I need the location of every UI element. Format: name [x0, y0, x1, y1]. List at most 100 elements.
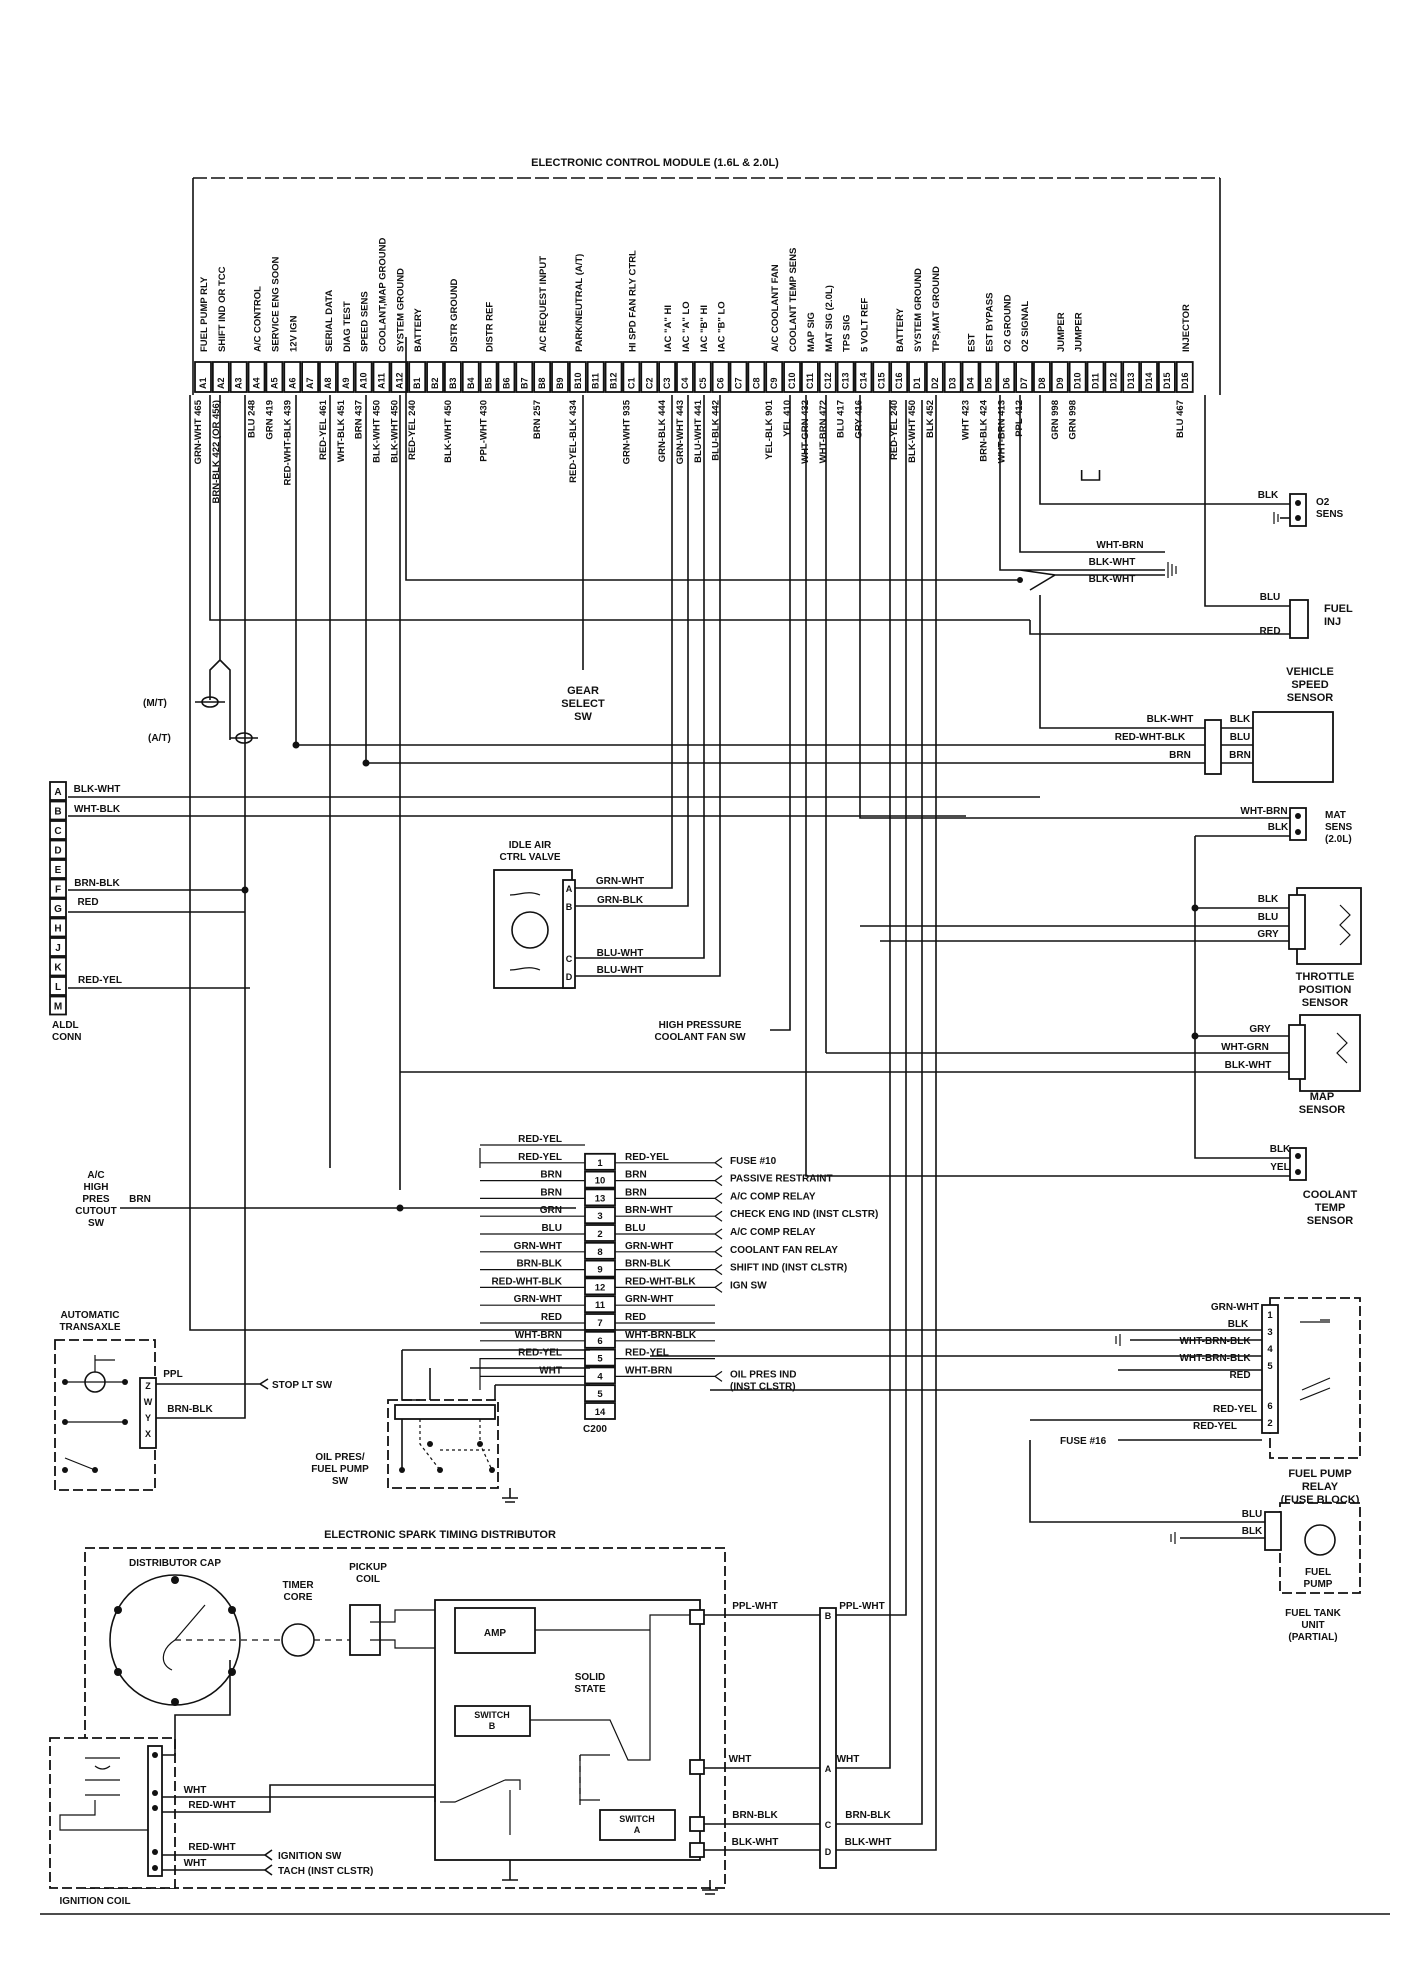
ecm-pin-wire: GRN-WHT 465 — [193, 399, 204, 464]
c200-arrow — [714, 1157, 723, 1169]
ecm-pin-function: A/C REQUEST INPUT — [538, 256, 549, 352]
ecm-pin-wire: BRN-BLK 422 (OR 456) — [211, 400, 222, 503]
c200-right-wire: BRN-BLK — [625, 1259, 671, 1270]
c200-pin-id: 13 — [595, 1193, 606, 1204]
aldl-pin-id: G — [54, 904, 62, 915]
c200-arrow — [714, 1370, 723, 1382]
fpr-wire-3: WHT-BRN-BLK — [1179, 1336, 1251, 1347]
ecm-pin-function: A/C CONTROL — [253, 286, 264, 352]
ecm-pin-function: DISTR REF — [485, 302, 496, 352]
c200-left-wire: BLU — [541, 1223, 562, 1234]
c200-pin-id: 3 — [597, 1211, 602, 1222]
dist-wire-whtl: WHT — [729, 1754, 752, 1765]
tps-wire-3: GRY — [1257, 929, 1279, 940]
vss-in-3: BRN — [1169, 750, 1191, 761]
ecm-pin-id: D10 — [1073, 372, 1083, 389]
aldl-pin — [49, 917, 67, 938]
c200-destination: COOLANT FAN RELAY — [730, 1245, 838, 1256]
aldl-wire-m: RED-YEL — [78, 975, 122, 986]
ecm-pin-id: C7 — [734, 377, 744, 389]
c200-right-wire: BRN — [625, 1187, 647, 1198]
c200-name: C200 — [583, 1424, 607, 1435]
ecm-pin-id: C14 — [858, 372, 868, 389]
ecm-pin-id: C16 — [894, 372, 904, 389]
ecm-pin-box — [497, 361, 516, 393]
c200-left-wire: RED — [541, 1312, 562, 1323]
at-pin-y: Y — [145, 1413, 151, 1423]
ecm-pin-id: B10 — [573, 372, 583, 389]
ecm-pin-box — [461, 361, 480, 393]
ecm-pin-box — [908, 361, 926, 393]
c200-pin — [584, 1206, 616, 1225]
ecm-pin-id: B1 — [412, 377, 422, 389]
ecm-pin-id: D7 — [1019, 377, 1029, 389]
c200-right-wire: BRN-WHT — [625, 1205, 673, 1216]
vss-out-3: BRN — [1229, 750, 1251, 761]
ecm-pin-function: IAC "B" HI — [699, 305, 710, 352]
ecm-pin-id: A3 — [234, 377, 244, 389]
at-wire-ppl: PPL — [163, 1369, 182, 1380]
ecm-pin-function: SHIFT IND OR TCC — [217, 266, 228, 352]
at-pin-x: X — [145, 1429, 151, 1439]
ecm-pin-box — [372, 361, 391, 393]
ecm-pin-wire: BLK-WHT 450 — [372, 400, 383, 463]
ecm-pin-box — [1068, 361, 1087, 393]
gnd-wire-3: BLK-WHT — [1089, 574, 1136, 585]
ecm-pin-id: A8 — [323, 377, 333, 389]
aldl-pin — [49, 820, 67, 840]
aldl-pin — [49, 995, 67, 1016]
dist-wire-brnblkr: BRN-BLK — [845, 1810, 891, 1821]
aldl-pin-id: D — [54, 846, 61, 857]
dist-title: ELECTRONIC SPARK TIMING DISTRIBUTOR — [324, 1529, 556, 1541]
c200-destination: PASSIVE RESTRAINT — [730, 1174, 833, 1185]
c200-left-wire: BRN — [540, 1170, 562, 1181]
ecm-pin-id: C1 — [626, 377, 636, 389]
ecm-pin-id: B12 — [609, 372, 619, 389]
aldl-pin — [49, 800, 67, 821]
ecm-pin-function: COOLANT TEMP SENS — [788, 248, 799, 352]
dist-wire-brnblkl: BRN-BLK — [732, 1810, 778, 1821]
c200-pin-id: 4 — [597, 1371, 603, 1382]
ecm-pin-function: JUMPER — [1074, 312, 1085, 352]
c200-right-wire: WHT-BRN-BLK — [625, 1330, 697, 1341]
fp-wire-1: BLU — [1242, 1509, 1263, 1520]
ecm-pin-id: A2 — [216, 377, 226, 389]
ac-hp-wire: BRN — [129, 1194, 151, 1205]
c200-right-wire: RED-WHT-BLK — [625, 1276, 696, 1287]
dist-wire-blkwhtr: BLK-WHT — [845, 1837, 892, 1848]
c200-left-wire: GRN — [540, 1205, 562, 1216]
coil-wire-3: RED-WHT — [188, 1842, 235, 1853]
ecm-pin-wire: GRN-WHT 443 — [675, 400, 686, 464]
ecm-pin-id: A5 — [269, 377, 279, 389]
ecm-pin-id: B11 — [591, 373, 601, 389]
dist-wire-ppl-whtr: PPL-WHT — [839, 1601, 885, 1612]
inj-wire-1: BLU — [1260, 592, 1281, 603]
inj-wire-2: RED — [1259, 626, 1280, 637]
ecm-pin-function: PARK/NEUTRAL (A/T) — [574, 254, 585, 352]
ecm-pin-box — [765, 361, 784, 393]
at-pin-z: Z — [145, 1381, 151, 1391]
cts-wire-2: YEL — [1270, 1162, 1289, 1173]
aldl-wire-g: RED — [77, 897, 98, 908]
ecm-pin-wire: GRY 416 — [853, 400, 864, 439]
ecm-pin-function: EST BYPASS — [984, 293, 995, 352]
ecm-pin-id: D13 — [1126, 372, 1136, 389]
ecm-pin-id: A4 — [252, 377, 262, 389]
fpr-wire-5: RED — [1229, 1370, 1250, 1381]
iac-wire-b: GRN-BLK — [597, 895, 644, 906]
fp-wire-2: BLK — [1242, 1526, 1263, 1537]
stop-lamp-switch: STOP LT SW — [272, 1380, 333, 1391]
ecm-pin-box — [997, 361, 1016, 393]
c200-pin-id: 12 — [595, 1282, 606, 1293]
c200-pin — [584, 1277, 616, 1296]
